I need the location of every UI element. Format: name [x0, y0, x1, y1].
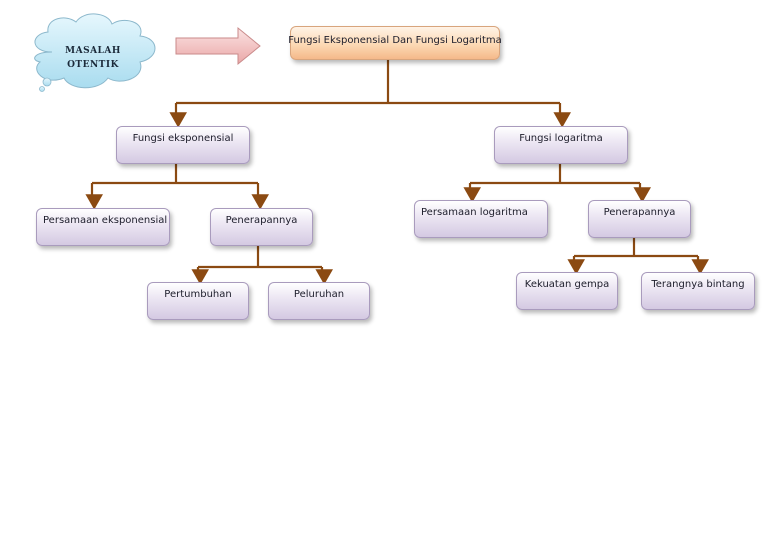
right-block-arrow	[175, 26, 261, 66]
cloud-line-2: OTENTIK	[67, 60, 119, 70]
node-fungsi-logaritma[interactable]: Fungsi logaritma	[494, 126, 628, 164]
node-fungsi-eksponensial[interactable]: Fungsi eksponensial	[116, 126, 250, 164]
node-penerapan-eksponensial[interactable]: Penerapannya	[210, 208, 313, 246]
cloud-line-1: MASALAH	[65, 46, 121, 56]
node-peluruhan[interactable]: Peluruhan	[268, 282, 370, 320]
node-penerapan-logaritma[interactable]: Penerapannya	[588, 200, 691, 238]
node-terangnya-bintang[interactable]: Terangnya bintang	[641, 272, 755, 310]
node-pertumbuhan[interactable]: Pertumbuhan	[147, 282, 249, 320]
node-kekuatan-gempa[interactable]: Kekuatan gempa	[516, 272, 618, 310]
cloud-shape	[34, 13, 156, 92]
node-persamaan-eksponensial[interactable]: Persamaan eksponensial	[36, 208, 170, 246]
node-persamaan-logaritma[interactable]: Persamaan logaritma	[414, 200, 548, 238]
connector-lines	[85, 60, 709, 285]
cloud-label: MASALAH OTENTIK	[58, 44, 128, 72]
node-root[interactable]: Fungsi Eksponensial Dan Fungsi Logaritma	[288, 26, 502, 60]
